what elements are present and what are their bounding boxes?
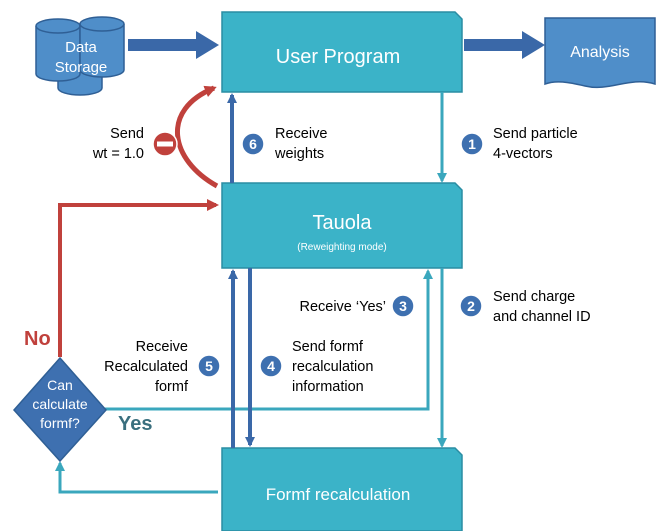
- arrow-no: [58, 199, 219, 357]
- step-5-badge: 5: [197, 354, 221, 378]
- step-5-label-2: Recalculated: [104, 359, 188, 375]
- step-5-label-3: formf: [155, 379, 189, 395]
- arrow-yes: [104, 269, 433, 411]
- step-2-label-1: Send charge: [493, 289, 575, 305]
- step-6-label-2: weights: [274, 146, 324, 162]
- step-3-label: Receive ‘Yes’: [299, 299, 386, 315]
- analysis-node: Analysis: [544, 17, 656, 88]
- minus-icon: [152, 131, 178, 157]
- no-label: No: [24, 328, 51, 350]
- arrow-user-to-analysis: [464, 31, 545, 59]
- step-6-badge: 6: [241, 132, 265, 156]
- arrow-formf-to-decision: [55, 461, 218, 494]
- step-2-label-2: and channel ID: [493, 309, 591, 325]
- analysis-label: Analysis: [570, 44, 630, 61]
- step-6-label-1: Receive: [275, 126, 327, 142]
- svg-text:5: 5: [205, 358, 213, 374]
- send-weight-label-1: Send: [110, 126, 144, 142]
- decision-node: Can calculate formf?: [12, 356, 108, 463]
- arrow-send-weight: [174, 85, 219, 189]
- decision-label-2: calculate: [32, 396, 87, 412]
- formf-recalculation-label: Formf recalculation: [266, 485, 411, 504]
- user-program-node: User Program: [221, 11, 463, 93]
- data-storage-node: Data Storage: [35, 16, 125, 96]
- step-4-label-1: Send formf: [292, 339, 364, 355]
- step-3-badge: 3: [391, 294, 415, 318]
- decision-label-1: Can: [47, 377, 73, 393]
- step-1-label-2: 4-vectors: [493, 146, 553, 162]
- formf-recalculation-node: Formf recalculation: [221, 447, 463, 531]
- decision-label-3: formf?: [40, 415, 80, 431]
- step-1-label-1: Send particle: [493, 126, 578, 142]
- step-4-label-2: recalculation: [292, 359, 373, 375]
- arrow-data-to-user: [128, 31, 219, 59]
- svg-text:4: 4: [267, 358, 275, 374]
- tauola-title: Tauola: [313, 212, 373, 234]
- svg-text:1: 1: [468, 136, 476, 152]
- step-4-label-3: information: [292, 379, 364, 395]
- svg-text:6: 6: [249, 136, 257, 152]
- step-2-badge: 2: [459, 294, 483, 318]
- data-storage-label-1: Data: [65, 39, 97, 56]
- yes-label: Yes: [118, 413, 152, 435]
- svg-text:3: 3: [399, 298, 407, 314]
- step-1-badge: 1: [460, 132, 484, 156]
- send-weight-label-2: wt = 1.0: [92, 146, 144, 162]
- step-5-label-1: Receive: [136, 339, 188, 355]
- data-storage-label-2: Storage: [55, 59, 108, 76]
- user-program-label: User Program: [276, 46, 400, 68]
- step-4-badge: 4: [259, 354, 283, 378]
- tauola-subtitle: (Reweighting mode): [297, 242, 387, 253]
- tauola-node: Tauola (Reweighting mode): [221, 182, 463, 269]
- svg-text:2: 2: [467, 298, 475, 314]
